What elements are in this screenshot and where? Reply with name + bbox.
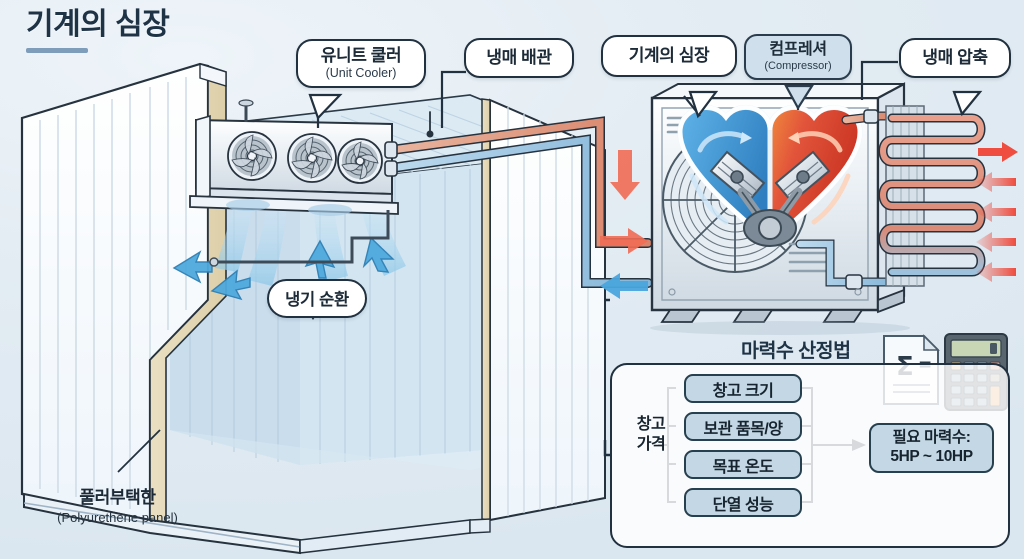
- cooler-fans: [227, 131, 383, 184]
- heart-compressor-graphic: [677, 104, 863, 248]
- hp-input-label-line2: 가격: [636, 436, 666, 454]
- callout-unit-cooler[interactable]: 유니트 쿨러 (Unit Cooler): [296, 39, 426, 89]
- hp-panel-title: 마력수 산정법: [741, 340, 851, 362]
- label-polyurethane-panel-en: (Polyurethene panel): [57, 510, 178, 525]
- title-underline: [26, 48, 88, 53]
- unit-cooler: [189, 99, 399, 267]
- hp-input-label: 창고 가격: [621, 415, 681, 456]
- badge-cold-air-circulation-label: 냉기 순환: [285, 291, 349, 309]
- hp-factor-insulation-performance[interactable]: 단열 성능: [684, 488, 802, 517]
- callout-refrigerant-compression-ko: 냉매 압축: [922, 48, 988, 67]
- hp-factor-stored-items[interactable]: 보관 품목/양: [684, 412, 802, 441]
- pipe-flow-arrows: [600, 150, 648, 299]
- hp-factor-warehouse-size[interactable]: 창고 크기: [684, 374, 802, 403]
- callout-compressor-ko: 컴프레셔: [769, 41, 827, 58]
- callout-refrigerant-pipe-ko: 냉매 배관: [486, 48, 552, 67]
- hp-result-box: 필요 마력수: 5HP ~ 10HP: [869, 423, 994, 473]
- hp-input-label-line1: 창고: [636, 416, 666, 433]
- hp-result-line1: 필요 마력수:: [892, 429, 971, 447]
- callout-compressor[interactable]: 컴프레셔 (Compressor): [744, 34, 852, 81]
- callout-refrigerant-compression[interactable]: 냉매 압축: [899, 38, 1011, 79]
- hp-result-line2: 5HP ~ 10HP: [890, 448, 973, 465]
- condensing-unit: [650, 82, 986, 335]
- callout-unit-cooler-ko: 유니트 쿨러: [320, 46, 402, 65]
- hp-factor-target-temperature[interactable]: 목표 온도: [684, 450, 802, 479]
- page-title: 기계의 심장: [26, 8, 170, 41]
- callout-compressor-en: (Compressor): [764, 59, 832, 72]
- heat-exchange-arrows: [976, 142, 1018, 282]
- badge-cold-air-circulation[interactable]: 냉기 순환: [267, 279, 367, 318]
- condenser-coil: [878, 105, 986, 287]
- label-polyurethane-panel-ko: 풀러부택한: [79, 488, 156, 507]
- callout-unit-cooler-en: (Unit Cooler): [325, 66, 397, 81]
- callout-machine-heart[interactable]: 기계의 심장: [601, 35, 737, 78]
- label-polyurethane-panel: 풀러부택한 (Polyurethene panel): [30, 483, 205, 525]
- page-title-block: 기계의 심장: [26, 8, 170, 53]
- callout-refrigerant-pipe[interactable]: 냉매 배관: [464, 38, 574, 79]
- callout-machine-heart-ko: 기계의 심장: [628, 46, 710, 65]
